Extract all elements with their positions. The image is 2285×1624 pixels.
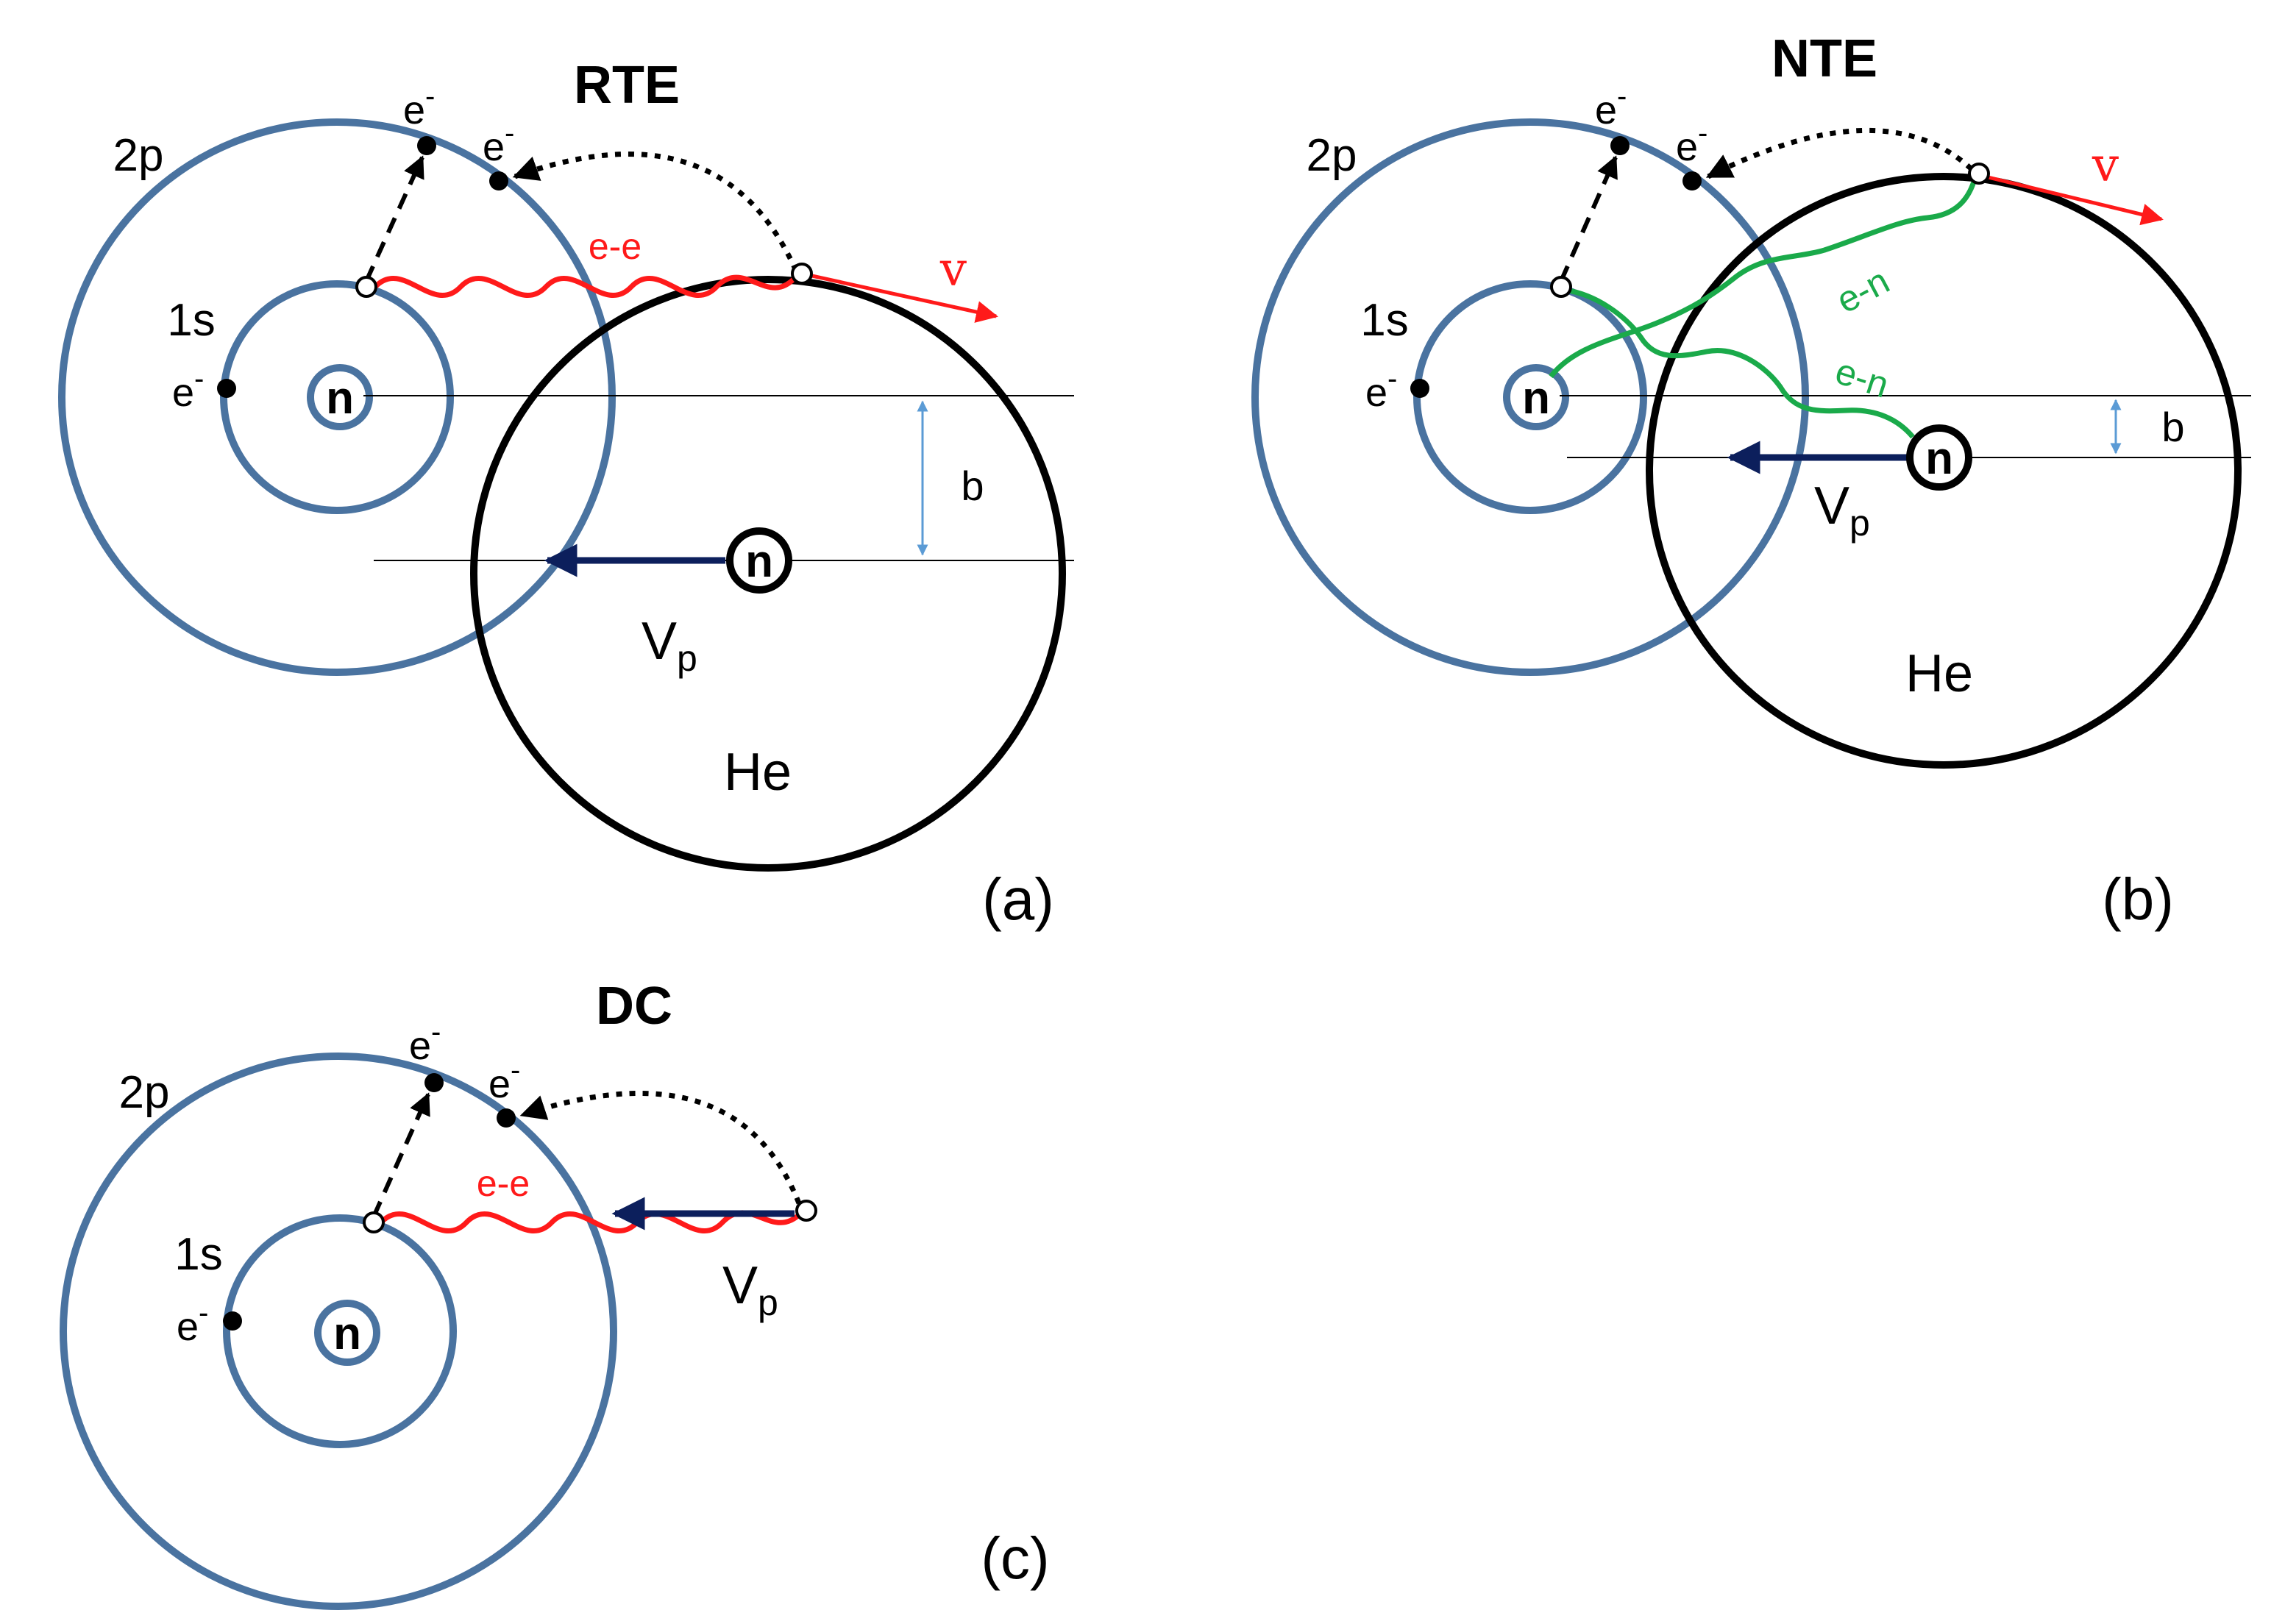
panel-b-tag: (b): [2102, 866, 2174, 932]
panel-b-electron-2p-a-label: e-: [1595, 80, 1627, 132]
panel-c-vp-label: Vp: [722, 1256, 778, 1323]
panel-b-projectile-nucleus: [1906, 424, 1972, 491]
panel-a-electron-2p-captured: [489, 171, 508, 190]
panel-b-capture-path: [1705, 127, 1974, 179]
panel-a-ee-label: e-e: [589, 226, 642, 267]
panel-a-electron-2p-excited: [417, 136, 436, 155]
panel-c-electron-1s-label: e-: [177, 1297, 208, 1349]
panel-a-1s-label: 1s: [167, 295, 215, 346]
panel-b-vp-label: Vp: [1814, 477, 1870, 544]
panel-a-nucleus-label: n: [326, 373, 354, 424]
panel-b-excitation-path: [1559, 155, 1618, 282]
panel-b-electron-1s-label: e-: [1365, 363, 1397, 415]
panel-c-nucleus: [314, 1300, 380, 1366]
panel-b-electron-1s: [1410, 379, 1429, 398]
panel-c-vacancy-1s: [363, 1211, 385, 1233]
panel-a-target-he: [470, 276, 1066, 872]
panel-b-vacancy-target: [1968, 163, 1990, 185]
panel-c-electron-2p-a-label: e-: [409, 1016, 441, 1068]
panel-a-capture-path: [512, 152, 799, 272]
panel-a-tag: (a): [982, 866, 1054, 932]
panel-b-1s-label: 1s: [1360, 295, 1408, 346]
panel-c-electron-2p-captured: [497, 1108, 516, 1128]
panel-b-2p-label: 2p: [1307, 130, 1357, 181]
panel-c-tag: (c): [981, 1525, 1049, 1591]
panel-a-he-label: He: [724, 743, 792, 802]
panel-a-vacancy-target: [791, 263, 813, 285]
panel-a-excitation-path: [364, 155, 424, 282]
panel-c: DC n 2p 1s e- e- e- e-e Vp (c): [60, 977, 1050, 1610]
panel-a-electron-1s: [217, 379, 236, 398]
panel-c-ee-interaction: [379, 1210, 804, 1234]
panel-a-electron-2p-b-label: e-: [483, 117, 514, 169]
panel-a-ee-interaction: [373, 274, 798, 299]
panel-b-electron-2p-excited: [1610, 136, 1630, 155]
panel-a-electron-2p-a-label: e-: [403, 80, 435, 132]
panel-b: NTE n b e-n e-n n Vp He 2p 1s e- e- e- v: [1251, 29, 2251, 932]
panel-a-orbit-2p: [58, 118, 616, 676]
panel-a-2p-label: 2p: [113, 130, 164, 181]
panel-b-orbit-2p: [1251, 118, 1809, 676]
panel-c-2p-label: 2p: [119, 1067, 170, 1118]
panel-b-en-label-2: e-n: [1830, 350, 1894, 406]
panel-b-nucleus-label: n: [1522, 373, 1550, 424]
panel-c-electron-2p-excited: [424, 1073, 444, 1092]
panel-b-he-label: He: [1905, 644, 1973, 703]
panel-c-excitation-path: [372, 1092, 430, 1218]
panel-b-target-he: [1646, 173, 2242, 769]
panel-a-projectile-nucleus-label: n: [745, 536, 773, 587]
panel-b-nucleus: [1503, 364, 1569, 430]
panel-b-vacancy-1s: [1550, 276, 1572, 298]
panel-b-electron-2p-b-label: e-: [1676, 117, 1707, 169]
panel-b-en-interaction-electron: [1563, 287, 1915, 439]
panel-a: RTE n b n Vp He 2p 1s e- e- e- e-e v (a): [58, 56, 1074, 932]
panel-a-title: RTE: [574, 56, 680, 115]
panel-b-en-interaction-nucleus: [1549, 178, 1977, 379]
panel-c-capture-path: [519, 1090, 802, 1205]
panel-c-1s-label: 1s: [174, 1229, 222, 1280]
panel-c-electron-2p-b-label: e-: [488, 1054, 520, 1106]
panel-b-electron-velocity: [1978, 173, 2164, 226]
panel-a-vacancy-1s: [355, 276, 377, 298]
panel-c-orbit-1s: [223, 1214, 457, 1448]
panel-a-v-label: v: [939, 243, 967, 297]
panel-a-b-label: b: [961, 463, 984, 509]
panel-b-title: NTE: [1772, 29, 1877, 88]
panel-b-v-label: v: [2092, 138, 2119, 193]
panel-c-title: DC: [596, 977, 672, 1036]
panel-b-projectile-nucleus-label: n: [1925, 433, 1953, 484]
panel-c-orbit-2p: [60, 1053, 617, 1610]
panel-a-nucleus: [307, 364, 373, 430]
panel-a-electron-velocity: [801, 271, 998, 323]
panel-c-vacancy-projectile: [795, 1200, 817, 1222]
panel-a-vp-label: Vp: [642, 612, 697, 679]
panel-b-b-label: b: [2161, 404, 2184, 450]
panel-c-ee-label: e-e: [477, 1163, 530, 1204]
panel-c-nucleus-label: n: [333, 1308, 361, 1359]
panel-a-projectile-nucleus: [726, 527, 792, 594]
panel-a-electron-1s-label: e-: [172, 363, 204, 415]
panel-b-en-label-1: e-n: [1830, 260, 1896, 321]
panel-c-electron-1s: [223, 1311, 242, 1331]
panel-b-electron-2p-captured: [1682, 171, 1702, 190]
